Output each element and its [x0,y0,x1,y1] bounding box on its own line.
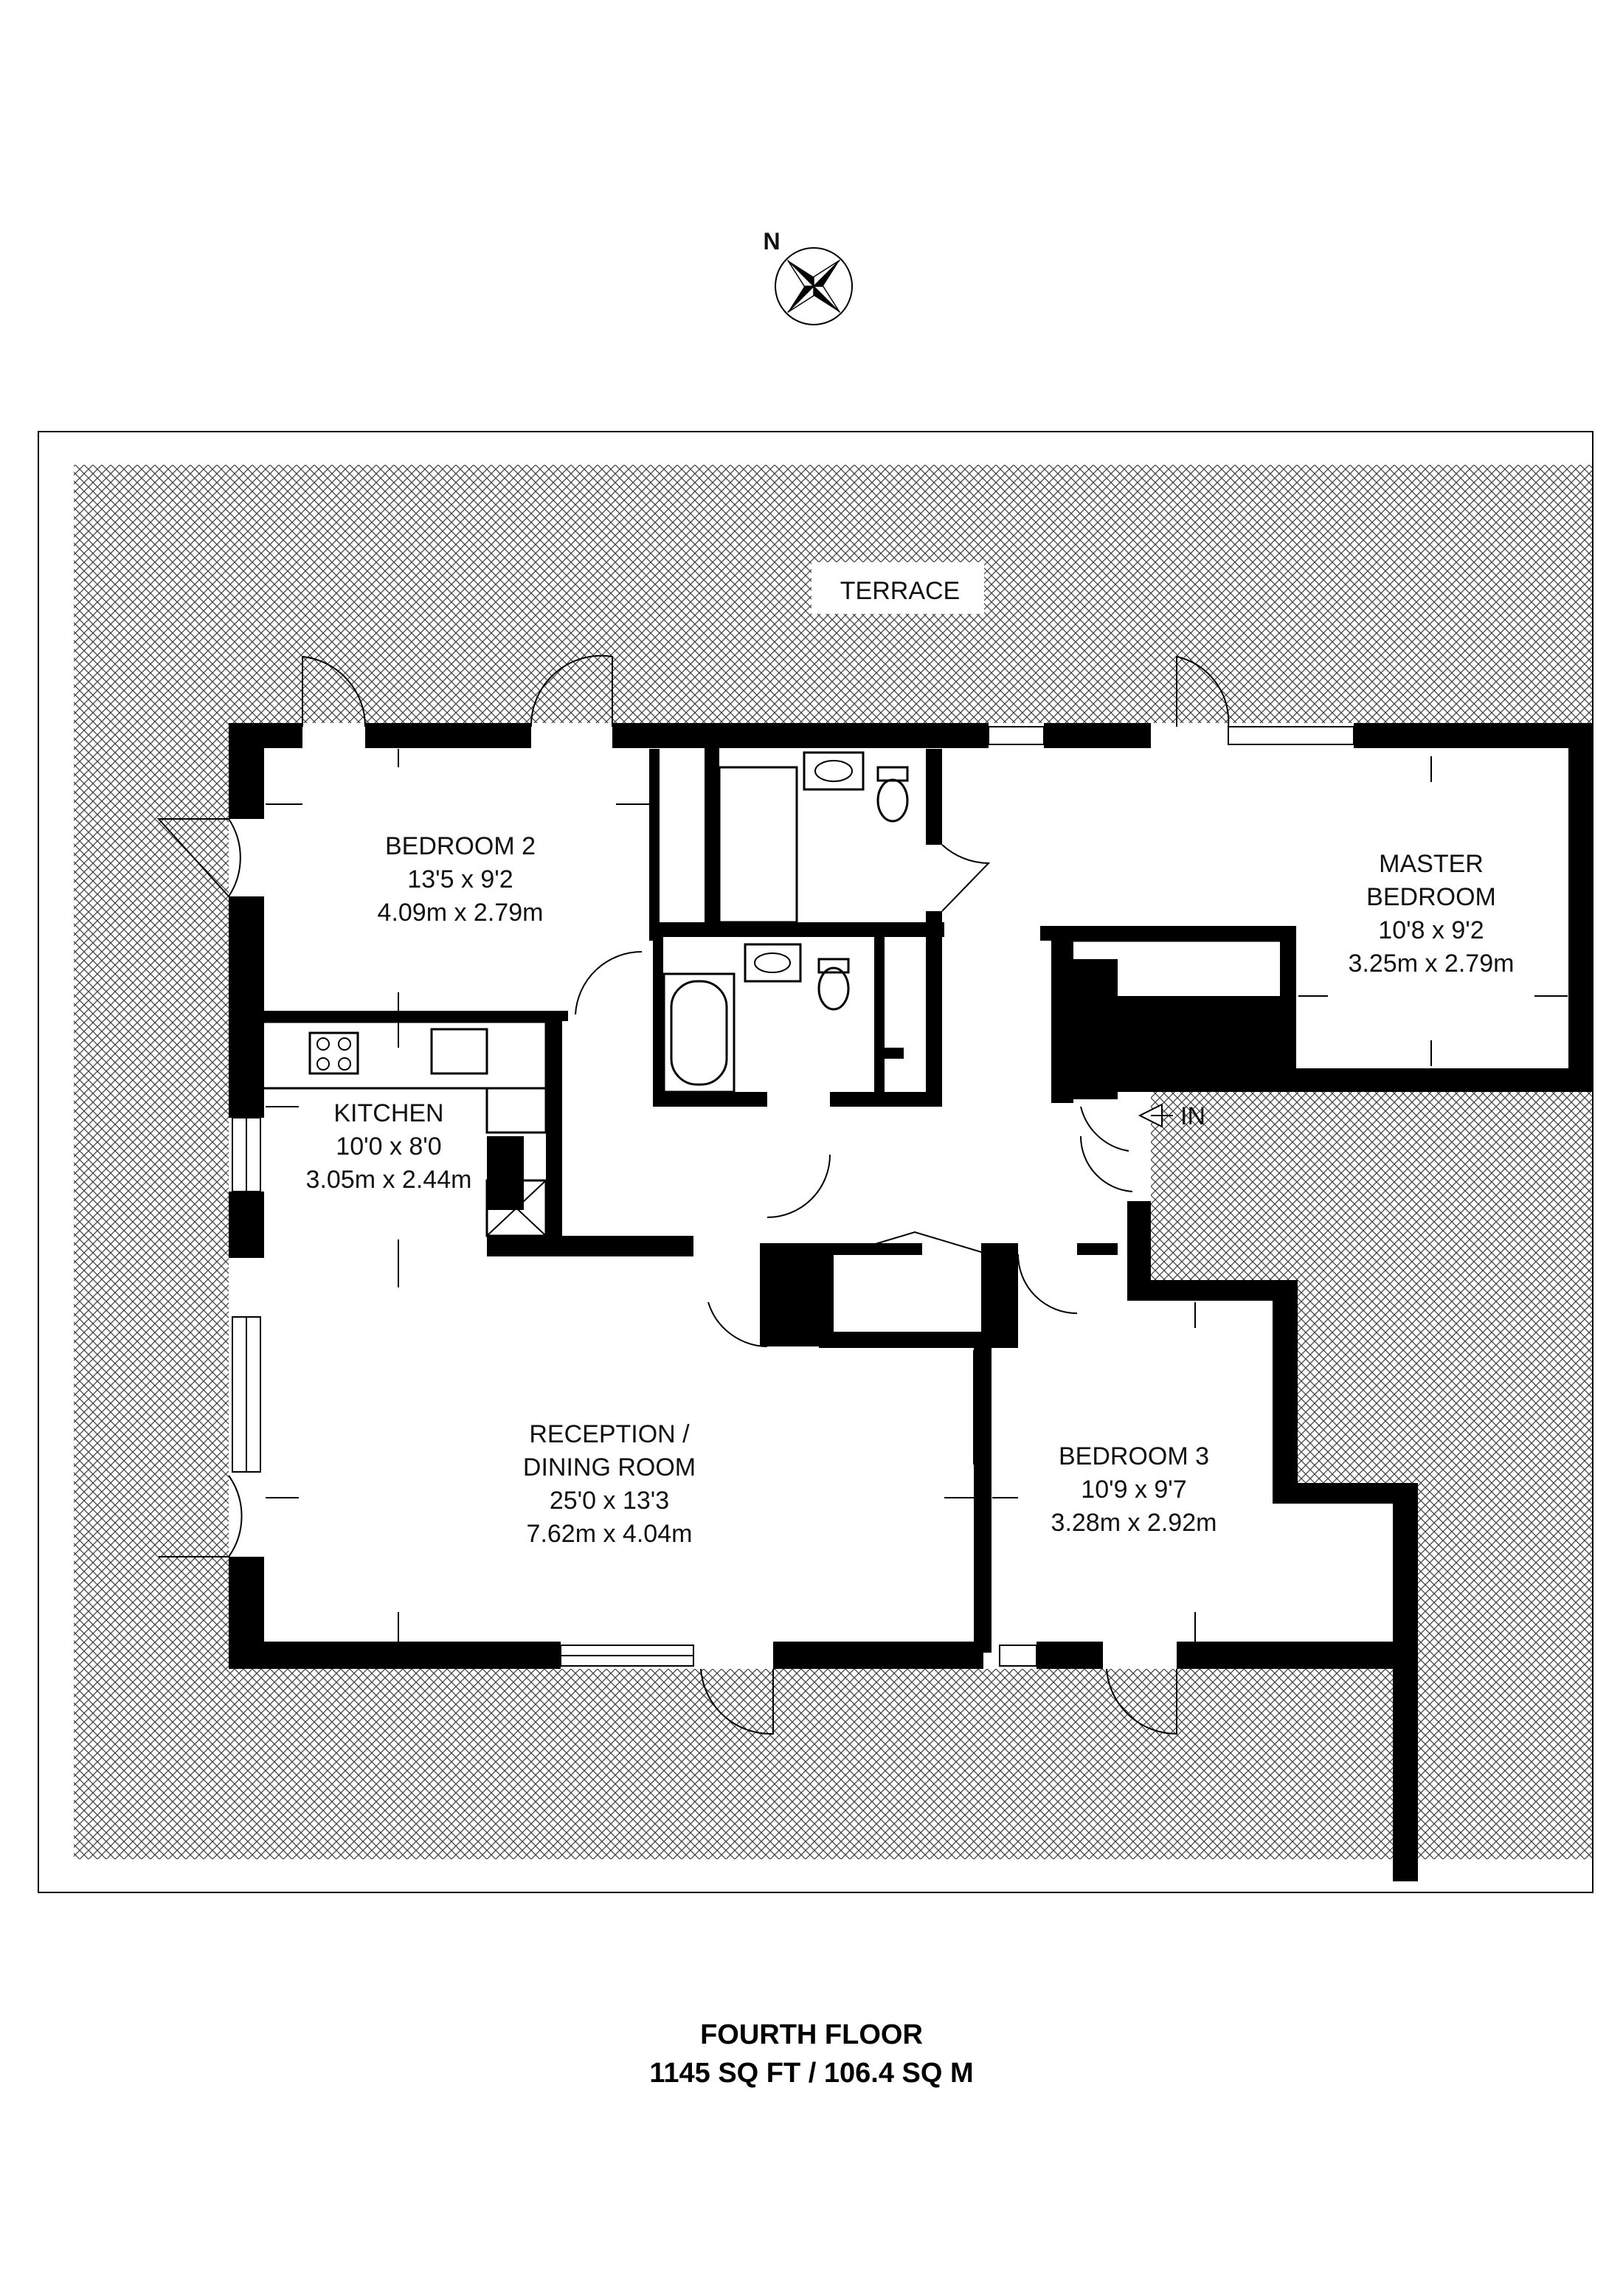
floor-area: 1145 SQ FT / 106.4 SQ M [649,2058,973,2089]
entrance: IN [1079,1102,1205,1192]
dimension-arrows [266,749,1568,1642]
bedroom2-metric: 4.09m x 2.79m [378,899,544,927]
doors [156,654,1230,1735]
master-metric: 3.25m x 2.79m [1349,950,1515,978]
bedroom2-imperial: 13'5 x 9'2 [407,865,513,893]
master-wardrobe [1072,928,1281,942]
floor-summary: FOURTH FLOOR 1145 SQ FT / 106.4 SQ M [649,2019,973,2089]
reception-name-line2: DINING ROOM [523,1453,696,1481]
bathroom-fittings [662,751,909,1093]
exterior-walls [229,723,1593,1881]
bedroom3-metric: 3.28m x 2.92m [1051,1509,1217,1537]
bedroom3-imperial: 10'9 x 9'7 [1081,1476,1186,1504]
master-name-line1: MASTER [1379,850,1484,878]
kitchen-name: KITCHEN [333,1099,443,1127]
compass-north-label: N [763,228,780,255]
interior-walls [262,745,1296,1653]
compass: N [763,228,853,325]
windows [232,726,1354,1667]
bedroom3-name: BEDROOM 3 [1059,1442,1209,1470]
entrance-label: IN [1180,1102,1205,1130]
kitchen-metric: 3.05m x 2.44m [306,1166,472,1194]
master-name-line2: BEDROOM [1366,883,1496,911]
reception-metric: 7.62m x 4.04m [527,1520,693,1548]
terrace-label: TERRACE [840,577,960,605]
bedroom2-name: BEDROOM 2 [385,832,536,860]
reception-imperial: 25'0 x 13'3 [550,1487,669,1515]
kitchen-imperial: 10'0 x 8'0 [336,1133,441,1161]
master-imperial: 10'8 x 9'2 [1378,916,1484,944]
room-labels: BEDROOM 2 13'5 x 9'2 4.09m x 2.79m MASTE… [306,832,1515,1548]
compass-rose-icon [775,247,853,325]
reception-name-line1: RECEPTION / [529,1420,690,1448]
floor-name: FOURTH FLOOR [700,2019,923,2050]
kitchen-fittings [260,1020,547,1237]
entrance-arrow-icon [1138,1103,1173,1128]
apartment: IN [156,654,1593,1881]
